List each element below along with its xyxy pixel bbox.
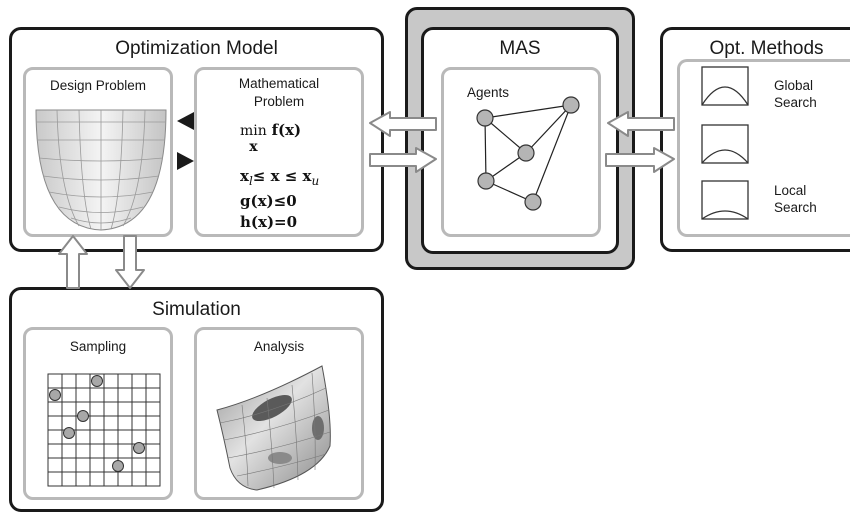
local-search-label-line1: Local: [774, 183, 807, 198]
eq2-x: x: [240, 167, 249, 185]
equation-equality: h(x)=0: [240, 213, 297, 231]
intermediate-search-curve-icon: [701, 124, 749, 164]
eq2-sub-u: u: [311, 174, 320, 188]
local-search-label-line2: Search: [774, 200, 817, 215]
agents-label: Agents: [467, 85, 510, 100]
eq2-mid: ≤ x ≤ x: [252, 167, 312, 185]
agent-node: [562, 96, 580, 114]
eq3-text: g(x)≤0: [240, 192, 297, 210]
equation-inequality: g(x)≤0: [240, 192, 297, 210]
global-search-label-line1: Global: [774, 78, 814, 93]
agent-network-graph: [476, 96, 580, 211]
sampling-panel: Sampling: [23, 327, 173, 500]
eq1-min-under: x: [249, 139, 258, 155]
arrow-model-to-simulation-icon: [115, 235, 145, 289]
sample-point: [63, 427, 75, 439]
design-problem-title: Design Problem: [49, 78, 147, 93]
arrow-simulation-to-model-icon: [58, 235, 88, 289]
global-search-curve-icon: [701, 66, 749, 106]
arrow-model-to-mas-icon: [369, 147, 437, 173]
sample-point: [49, 389, 61, 401]
math-problem-title-line2: Problem: [253, 94, 305, 109]
sample-point: [133, 442, 145, 454]
simulation-title: Simulation: [152, 299, 241, 320]
agent-node: [524, 193, 542, 211]
triangle-left-icon: [177, 112, 194, 130]
equation-bounds: xl≤ x ≤ xu: [240, 167, 319, 188]
sampling-title: Sampling: [69, 339, 127, 354]
analysis-panel: Analysis: [194, 327, 364, 500]
global-search-label-line2: Search: [774, 95, 817, 110]
agent-node: [517, 144, 535, 162]
eq1-objective: f(x): [271, 121, 302, 139]
equation-min: min x f(x): [240, 123, 301, 155]
opt-methods-panel: Global Search Local Search: [677, 59, 850, 237]
math-problem-title-line1: Mathematical: [238, 76, 320, 91]
opt-methods-title: Opt. Methods: [709, 38, 824, 59]
mas-title: MAS: [499, 38, 541, 59]
sample-point: [77, 410, 89, 422]
arrow-mas-to-methods-icon: [605, 147, 675, 173]
optimization-model-title: Optimization Model: [115, 38, 278, 59]
design-problem-panel: Design Problem: [23, 67, 173, 237]
arrow-mas-to-model-icon: [369, 111, 437, 137]
sample-point: [91, 375, 103, 387]
analysis-surface-image: [216, 365, 331, 491]
eq1-min-word: min: [240, 123, 267, 139]
local-search-curve-icon: [701, 180, 749, 220]
analysis-title: Analysis: [253, 339, 305, 354]
agents-panel: Agents: [441, 67, 601, 237]
sample-point: [112, 460, 124, 472]
eq4-text: h(x)=0: [240, 213, 298, 231]
eq2-sub-l: l: [248, 174, 253, 188]
mathematical-problem-panel: Mathematical Problem min x f(x) xl≤ x ≤ …: [194, 67, 364, 237]
agent-node: [477, 172, 495, 190]
arrow-methods-to-mas-icon: [607, 111, 675, 137]
sampling-grid: [47, 373, 161, 487]
triangle-right-icon: [177, 152, 194, 170]
design-surface-image: [35, 109, 167, 231]
agent-node: [476, 109, 494, 127]
